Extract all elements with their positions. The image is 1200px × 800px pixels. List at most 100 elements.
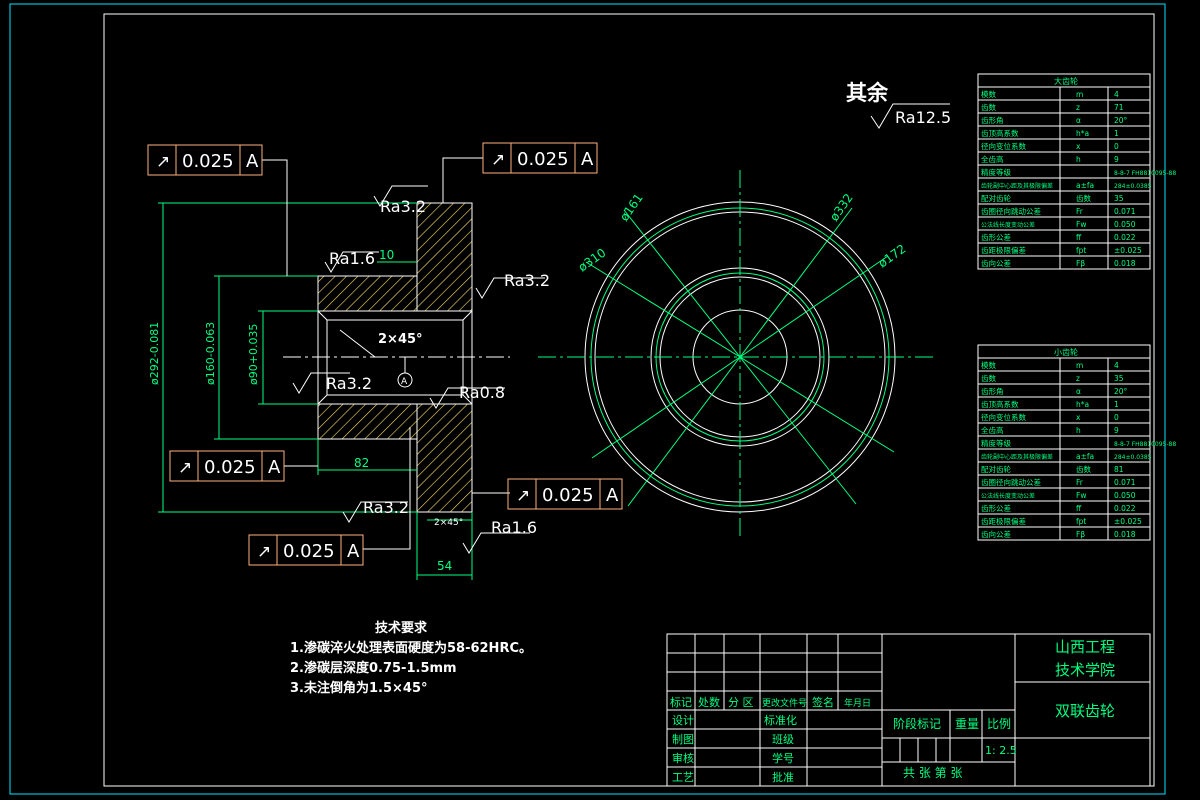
table-cell-name: 精度等级 [981, 167, 1011, 177]
technical-requirements: 技术要求 1.渗碳淬火处理表面硬度为58-62HRC。 2.渗碳层深度0.75-… [290, 620, 532, 696]
weight-label: 重量 [955, 717, 979, 731]
table-border [977, 344, 1151, 541]
sign-label-2: 制图 [672, 733, 694, 746]
table-cell-value: 0.071 [1114, 478, 1136, 487]
table-cell-name: 齿形角 [981, 115, 1004, 125]
dia-outer-label: ø292-0.081 [148, 322, 161, 385]
chamfer-small-label: 2×45° [434, 518, 463, 528]
table-title: 小齿轮 [1054, 347, 1078, 357]
table-cell-value: 0.050 [1114, 491, 1136, 500]
table-cell-value: 1 [1114, 400, 1119, 409]
tech-req-item-3: 3.未注倒角为1.5×45° [290, 680, 428, 696]
table-cell-symbol: h [1076, 155, 1081, 164]
tolerance-datum: A [246, 151, 259, 172]
table-cell-value: 284±0.0385 [1114, 454, 1152, 461]
table-cell-name: 齿轮副中心距及其极限偏差 [981, 182, 1053, 190]
table-cell-value: 4 [1114, 361, 1119, 370]
table-cell-value: 9 [1114, 426, 1119, 435]
hub-length-label: 82 [354, 456, 369, 470]
chamfer-label: 2×45° [378, 332, 423, 347]
table-cell-symbol: Fw [1076, 491, 1086, 500]
tolerance-datum: A [581, 149, 594, 170]
roughness-1: Ra3.2 [380, 197, 426, 216]
tolerance-frame-1: ↗ 0.025 A [147, 144, 263, 176]
runout-icon: ↗ [257, 542, 271, 562]
sheet-text: 共 张 第 张 [903, 766, 962, 780]
table-cell-name: 全齿高 [981, 425, 1004, 435]
circle-dim-3: ø310 [576, 246, 609, 275]
runout-icon: ↗ [516, 486, 530, 506]
table-cell-value: 0.018 [1114, 259, 1136, 268]
table-cell-symbol: m [1076, 361, 1083, 370]
table-border [977, 73, 1151, 270]
tolerance-value: 0.025 [542, 485, 594, 506]
sign-right-4: 批准 [772, 770, 794, 784]
tolerance-value: 0.025 [283, 541, 335, 562]
part-name: 双联齿轮 [1055, 702, 1115, 720]
stage-label: 阶段标记 [893, 716, 941, 731]
sign-label-4: 工艺 [672, 771, 694, 784]
sheet-inner-border [103, 13, 1155, 787]
table-cell-symbol: ff [1076, 233, 1082, 242]
table-cell-symbol: h [1076, 426, 1081, 435]
table-cell-name: 模数 [981, 89, 996, 99]
table-cell-symbol: Fβ [1076, 259, 1085, 268]
tolerance-frame-3: ↗ 0.025 A [169, 450, 285, 482]
table-cell-symbol: fpt [1076, 517, 1086, 526]
table-cell-symbol: m [1076, 90, 1083, 99]
table-cell-value: 20° [1114, 116, 1128, 125]
sign-label-3: 审核 [672, 751, 694, 765]
table-cell-name: 齿数 [981, 373, 996, 383]
circle-dim-2: ø332 [827, 191, 856, 224]
table-cell-symbol: ff [1076, 504, 1082, 513]
table-cell-value: 8-8-7 FH8810095-88 [1114, 441, 1176, 448]
table-cell-name: 齿顶高系数 [981, 399, 1019, 409]
gear-width-label: 54 [437, 559, 452, 573]
table-cell-value: 0 [1114, 413, 1119, 422]
sign-right-1: 标准化 [764, 713, 797, 727]
table-cell-name: 齿向公差 [981, 258, 1011, 268]
table-cell-value: 8-8-7 FH8810095-88 [1114, 170, 1176, 177]
table-cell-value: 71 [1114, 103, 1124, 112]
rev-header-2: 处数 [698, 696, 720, 709]
table-cell-symbol: α [1076, 116, 1081, 125]
remaining-roughness: 其余 Ra12.5 [846, 81, 951, 129]
rev-header-1: 标记 [670, 695, 692, 709]
table-cell-value: 0.018 [1114, 530, 1136, 539]
table-cell-name: 配对齿轮 [981, 193, 1011, 203]
table-cell-value: 9 [1114, 155, 1119, 164]
top-width-label: 10 [379, 248, 394, 262]
table-cell-value: 0.022 [1114, 233, 1136, 242]
table-cell-name: 齿形公差 [981, 232, 1011, 242]
sign-right-3: 学号 [772, 751, 794, 765]
table-cell-name: 精度等级 [981, 438, 1011, 448]
table-cell-value: 284±0.0385 [1114, 183, 1152, 190]
table-title: 大齿轮 [1054, 76, 1078, 86]
table-cell-name: 齿距极限偏差 [981, 245, 1026, 255]
table-cell-name: 齿顶高系数 [981, 128, 1019, 138]
table-cell-name: 齿圈径向跳动公差 [981, 477, 1041, 487]
tolerance-datum: A [347, 541, 360, 562]
runout-icon: ↗ [156, 152, 170, 172]
dia-hub-label: ø160-0.063 [204, 322, 217, 385]
table-cell-value: 81 [1114, 465, 1124, 474]
tech-req-item-2: 2.渗碳层深度0.75-1.5mm [290, 660, 457, 676]
table-cell-symbol: h*a [1076, 400, 1089, 409]
table-cell-value: 0 [1114, 142, 1119, 151]
remaining-value: Ra12.5 [895, 108, 951, 127]
runout-icon: ↗ [491, 150, 505, 170]
scale-label: 比例 [987, 717, 1011, 731]
table-cell-symbol: Fβ [1076, 530, 1085, 539]
rev-header-4: 更改文件号 [762, 697, 807, 709]
table-cell-name: 配对齿轮 [981, 464, 1011, 474]
table-cell-name: 齿向公差 [981, 529, 1011, 539]
table-cell-symbol: a±fa [1076, 181, 1094, 190]
tech-req-title: 技术要求 [375, 620, 428, 636]
table-cell-name: 齿形角 [981, 386, 1004, 396]
table-cell-symbol: α [1076, 387, 1081, 396]
rev-header-6: 年月日 [844, 697, 871, 709]
circle-dim-1: ø161 [617, 191, 646, 224]
remaining-label: 其余 [846, 81, 889, 105]
